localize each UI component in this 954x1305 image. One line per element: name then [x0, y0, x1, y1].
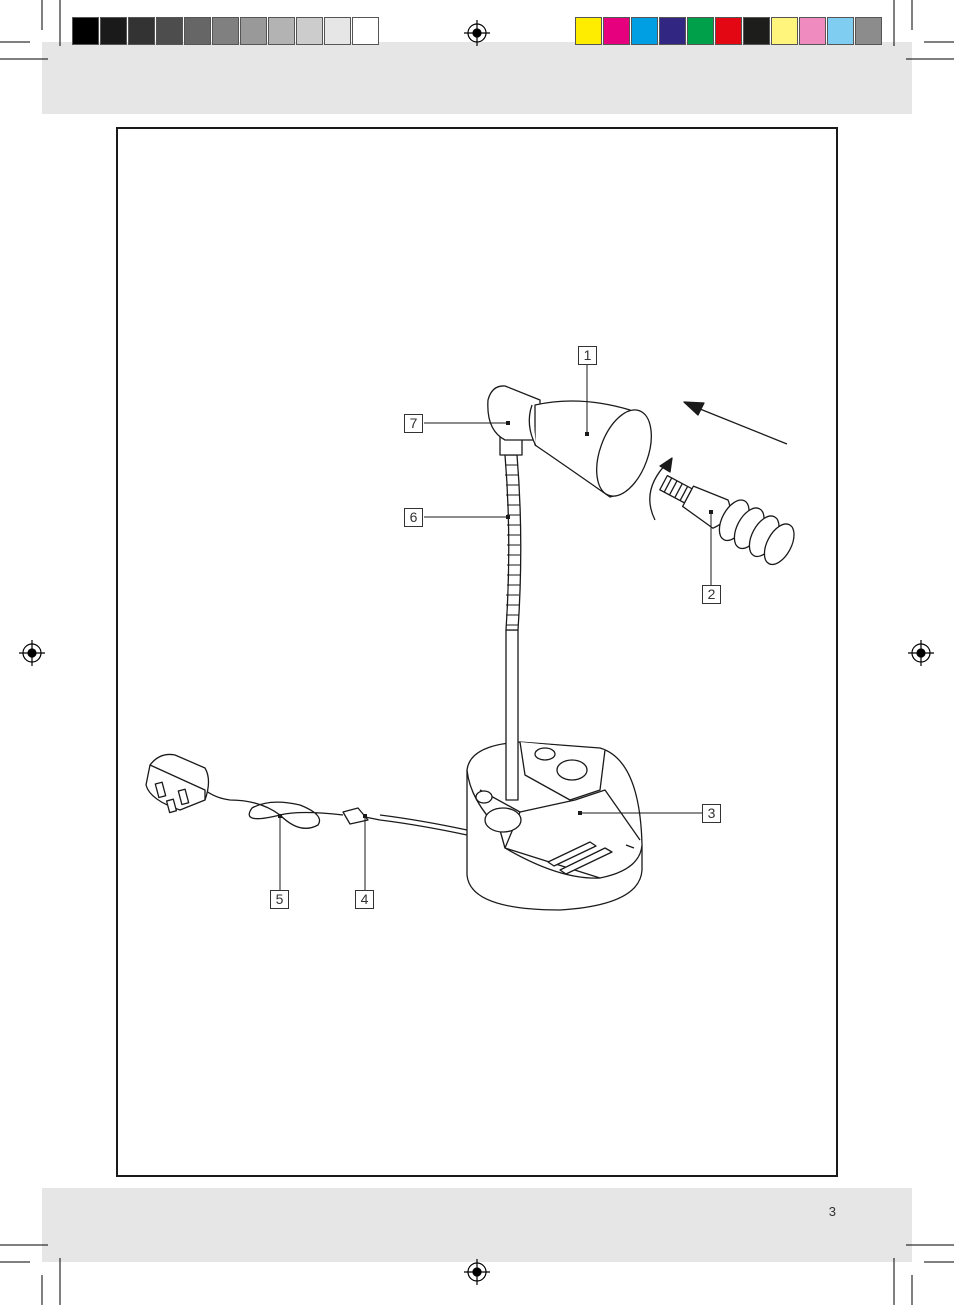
insertion-arrow-head [684, 402, 704, 415]
label-5: 5 [270, 890, 289, 909]
lamp-stem [505, 455, 521, 800]
page-number: 3 [829, 1204, 836, 1219]
registration-mark-right [908, 640, 934, 666]
power-cord [360, 816, 467, 835]
registration-mark-left [19, 640, 45, 666]
label-7: 7 [404, 414, 423, 433]
cord-loop [205, 790, 343, 828]
registration-mark-bottom [464, 1259, 490, 1285]
label-2: 2 [702, 585, 721, 604]
label-3: 3 [702, 804, 721, 823]
lamp-base [467, 742, 642, 910]
registration-mark-top [464, 20, 490, 46]
label-6: 6 [404, 508, 423, 527]
insertion-arrow [700, 409, 787, 444]
label-1: 1 [578, 346, 597, 365]
label-4: 4 [355, 890, 374, 909]
bulb [653, 463, 800, 569]
uk-plug [146, 754, 209, 812]
lamp-shade [529, 401, 662, 503]
